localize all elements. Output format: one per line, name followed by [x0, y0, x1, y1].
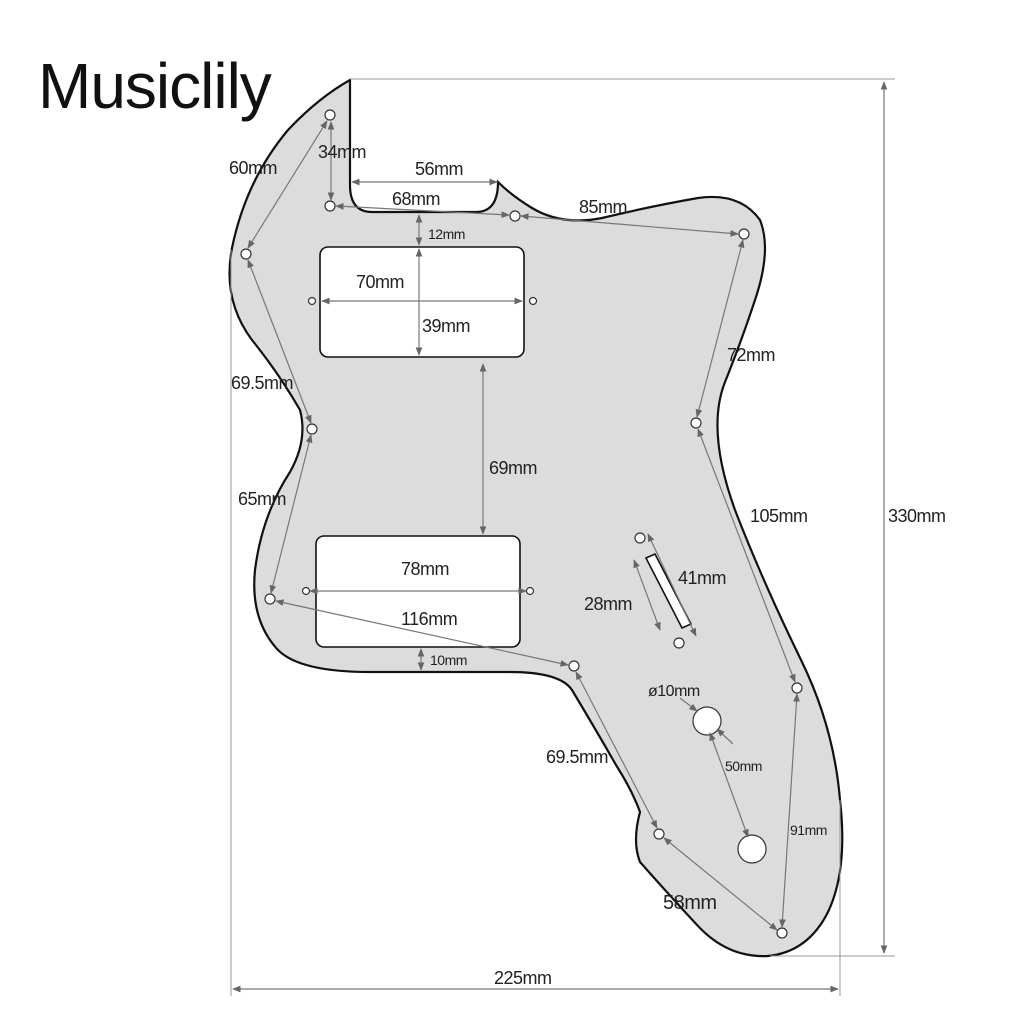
measure-116mm-line: [275, 599, 569, 667]
measure-68mm-line: [335, 203, 510, 218]
label-69-5mm-left: 69.5mm: [231, 373, 293, 393]
screw-hole: [738, 228, 750, 240]
measure-72mm-line: [695, 239, 745, 418]
screw-hole: [324, 109, 336, 121]
measure-65mm-line: [269, 434, 313, 594]
label-78mm: 78mm: [401, 559, 449, 579]
dimension-labels: 34mm 56mm 60mm 68mm 85mm 12mm 70mm 39mm …: [229, 142, 946, 988]
label-50mm: 50mm: [725, 758, 762, 774]
label-10mm: 10mm: [430, 652, 467, 668]
label-91mm: 91mm: [790, 822, 827, 838]
screw-hole: [264, 593, 276, 605]
label-69-5mm-lower: 69.5mm: [546, 747, 608, 767]
label-39mm: 39mm: [422, 316, 470, 336]
measure-69-5mm-lower-line: [575, 671, 658, 829]
label-56mm: 56mm: [415, 159, 463, 179]
label-65mm: 65mm: [238, 489, 286, 509]
measure-105mm-line: [697, 428, 796, 683]
neck-pickup-mount-hole-right: [528, 296, 538, 306]
screw-hole: [776, 927, 788, 939]
brand-logo-text: Musiclily: [38, 50, 272, 122]
label-68mm: 68mm: [392, 189, 440, 209]
screw-hole: [509, 210, 521, 222]
control-hole-lower: [737, 834, 767, 864]
screw-hole: [653, 828, 665, 840]
screw-hole: [324, 200, 336, 212]
measure-60mm-line: [247, 120, 328, 249]
label-58mm: 58mm: [663, 892, 717, 914]
bridge-pickup-mount-hole-left: [301, 586, 311, 596]
label-70mm: 70mm: [356, 272, 404, 292]
measure-69-5mm-left-line: [247, 259, 312, 424]
label-330mm: 330mm: [888, 506, 946, 526]
neck-pickup-mount-hole-left: [307, 296, 317, 306]
label-105mm: 105mm: [750, 506, 808, 526]
label-12mm: 12mm: [428, 226, 465, 242]
measure-85mm-line: [520, 213, 739, 237]
measure-91mm-line: [779, 693, 800, 928]
label-34mm: 34mm: [318, 142, 366, 162]
label-69mm: 69mm: [489, 458, 537, 478]
measure-41mm-line: [647, 533, 697, 637]
label-225mm: 225mm: [494, 968, 552, 988]
screw-hole: [568, 660, 580, 672]
measure-diameter-10mm-pointer: [679, 697, 698, 712]
label-60mm: 60mm: [229, 158, 277, 178]
measurement-lines: [232, 81, 888, 993]
label-85mm: 85mm: [579, 197, 627, 217]
screw-hole: [690, 417, 702, 429]
bridge-pickup-mount-hole-right: [525, 586, 535, 596]
label-diameter-10mm: ø10mm: [648, 683, 700, 700]
measure-28mm-line: [633, 559, 661, 631]
label-116mm: 116mm: [401, 609, 457, 629]
neck-pickup-cutout: [319, 246, 525, 358]
switch-screw-hole-bottom: [673, 637, 685, 649]
label-28mm: 28mm: [584, 594, 632, 614]
label-72mm: 72mm: [727, 345, 775, 365]
screw-hole: [240, 248, 252, 260]
screw-hole: [791, 682, 803, 694]
measure-50mm-line: [709, 732, 749, 838]
control-hole-upper: [692, 706, 722, 736]
label-41mm: 41mm: [678, 568, 726, 588]
switch-screw-hole-top: [634, 532, 646, 544]
screw-holes: [240, 109, 803, 939]
measure-58mm-line: [663, 837, 778, 931]
screw-hole: [306, 423, 318, 435]
